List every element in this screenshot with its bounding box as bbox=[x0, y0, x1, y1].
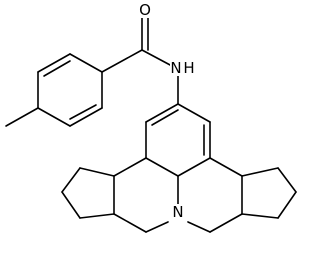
carbonyl-group bbox=[101, 17, 149, 73]
fused-heterocycle bbox=[113, 157, 243, 233]
amide-nitrogen-label: N H bbox=[170, 59, 196, 77]
central-aromatic-ring bbox=[145, 103, 211, 177]
right-cyclopentane-ring bbox=[241, 167, 297, 219]
amide-bond bbox=[141, 49, 173, 67]
svg-text:O: O bbox=[139, 1, 151, 19]
svg-text:N: N bbox=[172, 203, 183, 221]
ring-nitrogen-label: N bbox=[171, 203, 185, 221]
left-cyclopentane-ring bbox=[61, 167, 115, 219]
methyl-bond bbox=[5, 107, 39, 127]
molecule-structure: O N H N bbox=[5, 1, 297, 233]
molecule-canvas: O N H N bbox=[5, 1, 297, 233]
carbonyl-oxygen-label: O bbox=[138, 1, 152, 19]
toluoyl-benzene-ring bbox=[37, 53, 103, 127]
svg-text:H: H bbox=[183, 59, 194, 77]
svg-text:N: N bbox=[170, 59, 181, 77]
